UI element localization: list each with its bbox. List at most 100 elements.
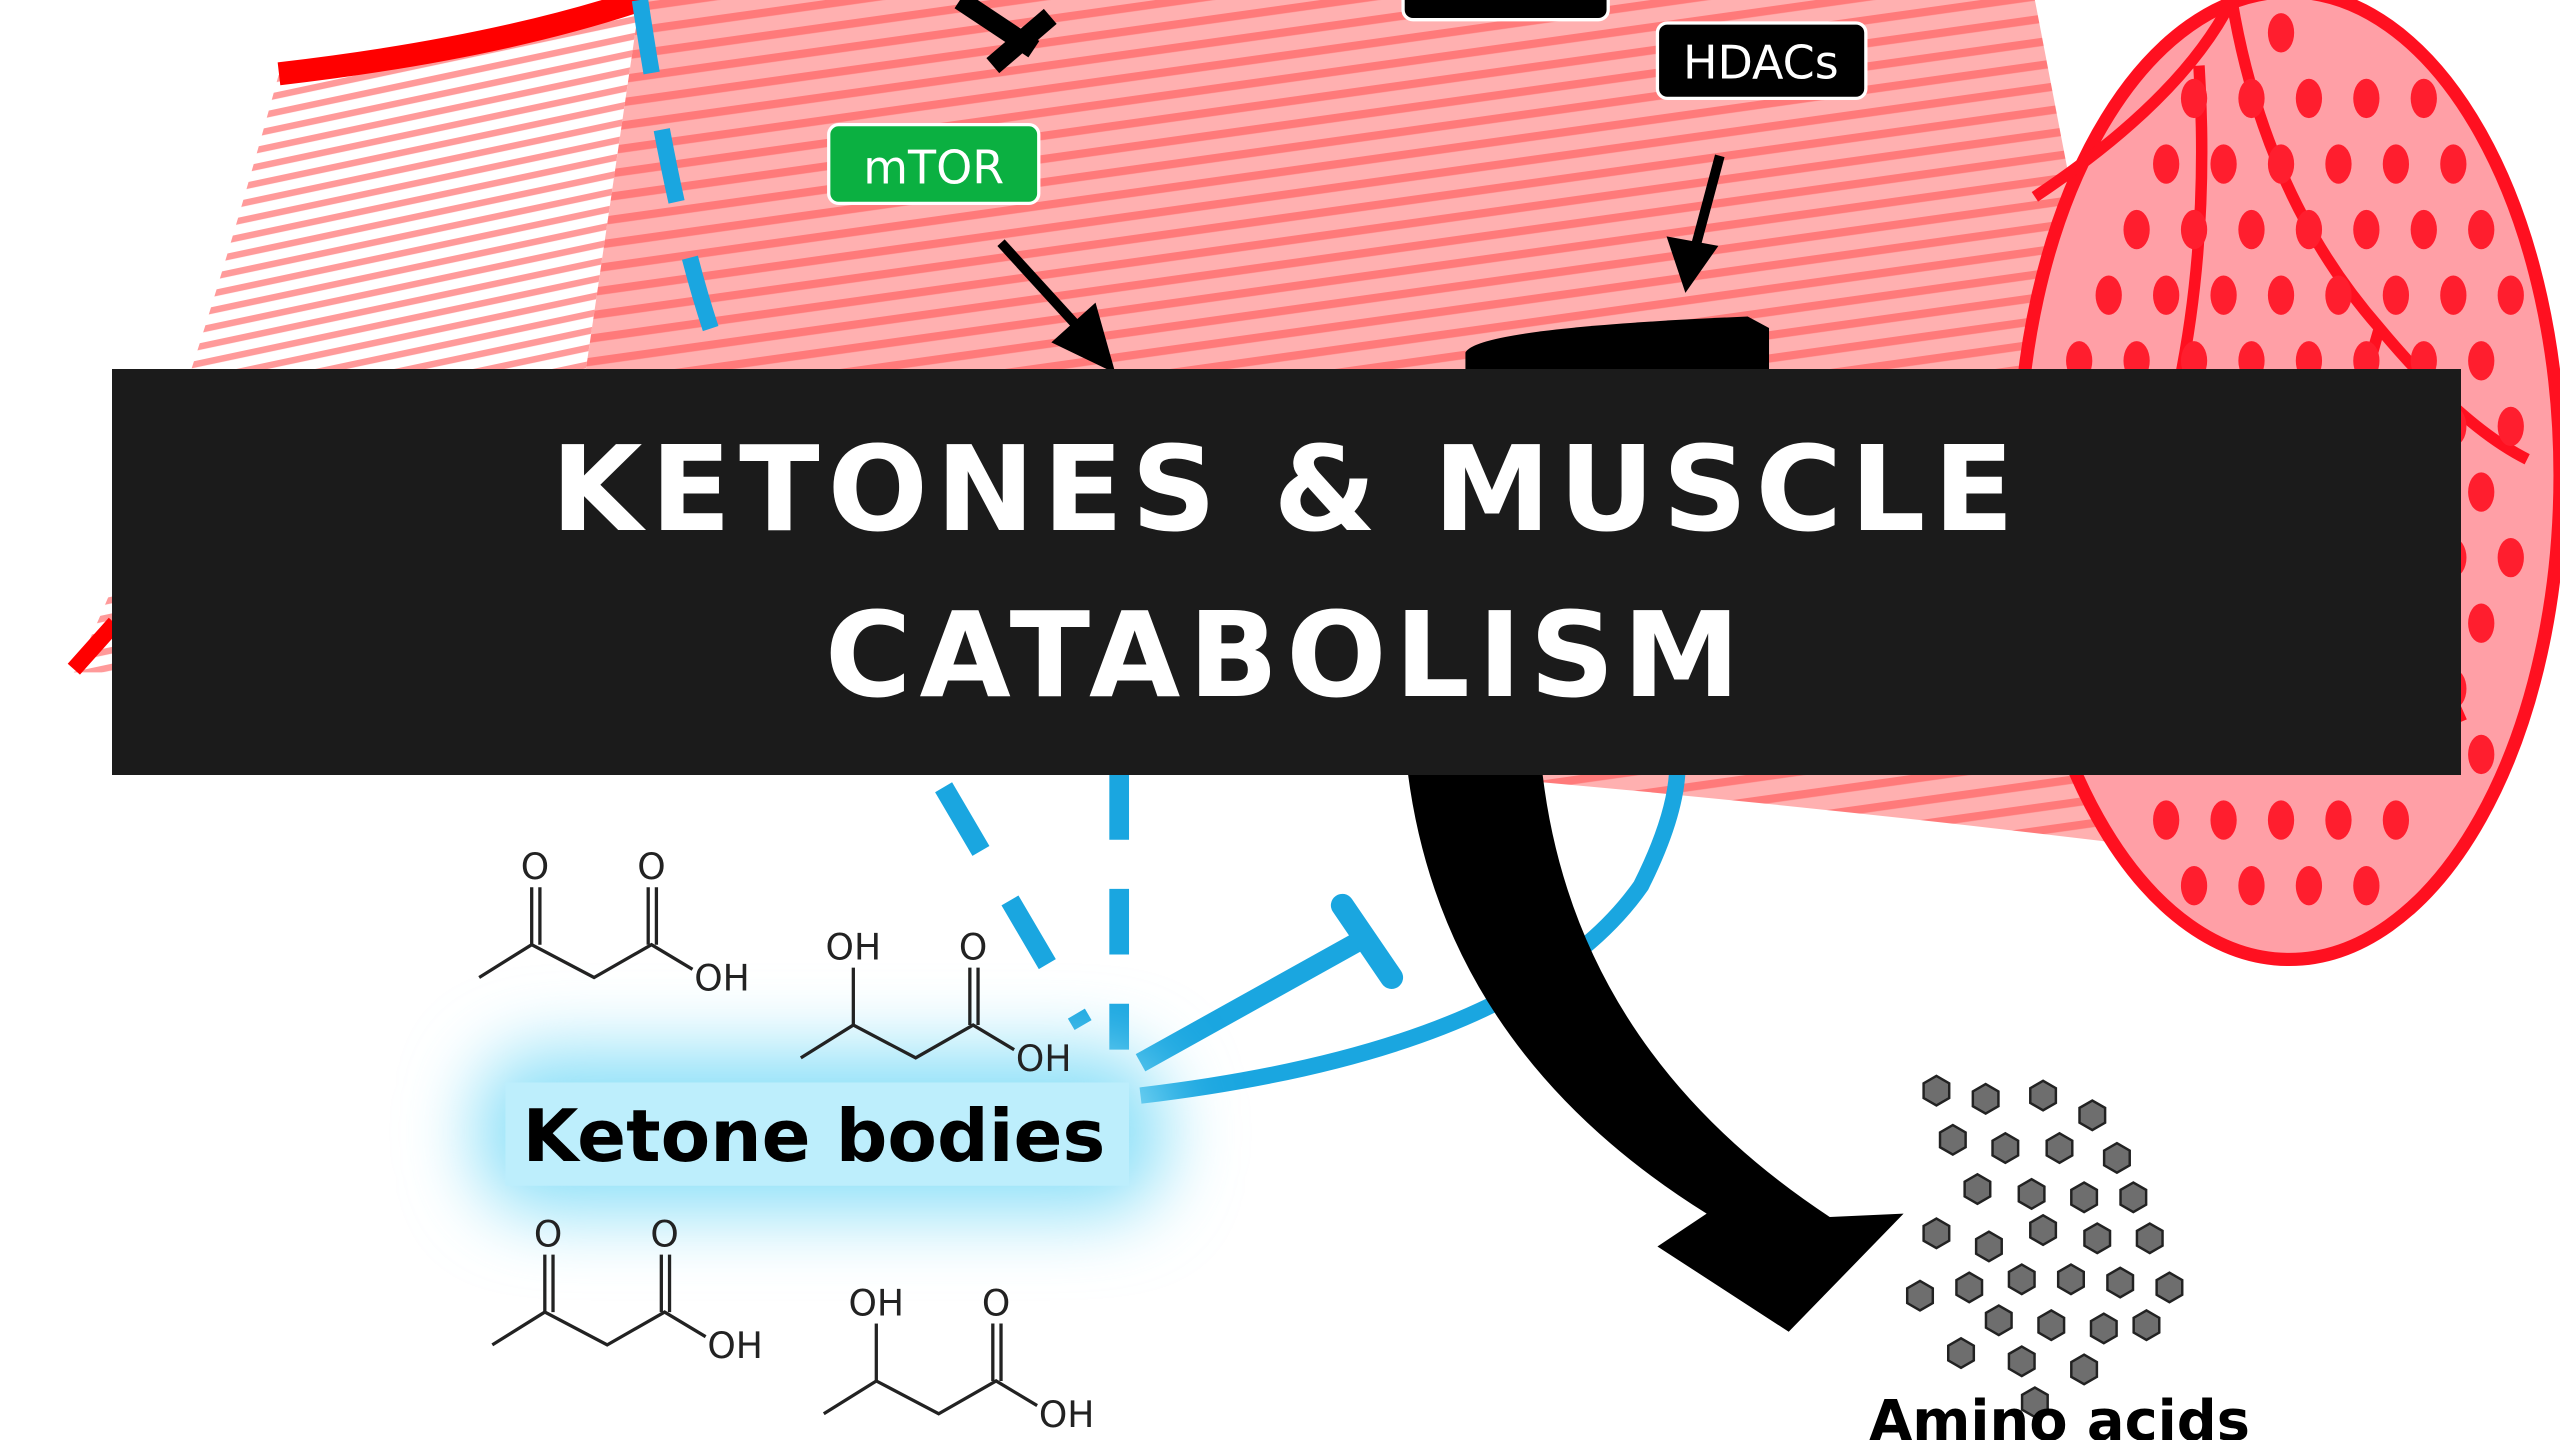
inhibitor-line: [1135, 926, 1376, 1072]
amino-acid: [2106, 1266, 2135, 1299]
fiber-dot: [2267, 144, 2295, 184]
fiber-dot: [2468, 734, 2495, 775]
atom-label: OH: [707, 1325, 763, 1367]
atom-label: O: [521, 846, 549, 888]
fiber-dot: [2410, 209, 2437, 250]
atom-label: OH: [1039, 1394, 1095, 1436]
fiber-dot: [2468, 472, 2495, 512]
amino-acid: [2119, 1181, 2148, 1214]
atom-label: O: [959, 926, 987, 968]
hdacs-label: HDACs: [1683, 36, 1839, 90]
amino-acid: [2132, 1309, 2161, 1342]
mtor-label: mTOR: [863, 141, 1004, 195]
fiber-dot: [2180, 209, 2208, 250]
amino-acid: [2155, 1271, 2184, 1304]
beta-hydroxybutyrate-molecule: OH O OH: [822, 1282, 1095, 1436]
title-line-1: KETONES & MUSCLE: [551, 420, 2022, 558]
atom-label: OH: [694, 958, 750, 1000]
fiber-dot: [2267, 13, 2295, 53]
fiber-dot: [2238, 209, 2265, 250]
hdacs-box: [1655, 21, 1868, 101]
fiber-dot: [2267, 800, 2295, 840]
fiber-dot: [2353, 78, 2380, 119]
ketone-bodies-box: [505, 1082, 1130, 1186]
amino-acid: [1971, 1082, 2000, 1116]
amino-acid: [1922, 1217, 1951, 1250]
amino-acid: [2102, 1141, 2131, 1175]
amino-acid: [1938, 1123, 1967, 1157]
muscle-edge: [277, 0, 644, 86]
amino-acid: [2017, 1177, 2046, 1211]
fiber-dot: [2497, 406, 2524, 447]
fiber-dot: [2325, 144, 2352, 184]
fiber-dot: [2353, 865, 2380, 906]
title-banner: KETONES & MUSCLE CATABOLISM: [112, 369, 2461, 775]
fiber-dot: [2468, 603, 2495, 643]
amino-acid: [2056, 1263, 2086, 1296]
amino-acid: [2083, 1222, 2112, 1255]
fiber-dot: [2180, 865, 2208, 906]
amino-acid: [2078, 1099, 2107, 1132]
fiber-dot: [2267, 275, 2295, 315]
amino-acid: [2070, 1181, 2099, 1214]
fiber-dot: [2382, 275, 2410, 315]
fiber-dot: [2295, 209, 2323, 250]
amino-acid: [1922, 1074, 1951, 1107]
beta-hydroxybutyrate-molecule: OH O OH: [799, 926, 1072, 1080]
amino-acid: [2037, 1309, 2066, 1342]
amino-acid: [1984, 1304, 2013, 1337]
fiber-dot: [2353, 209, 2380, 250]
atom-label: O: [650, 1213, 678, 1255]
fiber-dot: [2497, 537, 2524, 578]
fiber-dot: [2468, 341, 2495, 381]
fiber-dot: [2210, 144, 2237, 184]
atom-label: O: [637, 846, 665, 888]
atom-label: OH: [849, 1282, 905, 1324]
fiber-dot: [2210, 275, 2237, 315]
atom-label: OH: [826, 926, 882, 968]
amino-acid: [2070, 1353, 2099, 1386]
catabolism-arrow: [1408, 774, 1904, 1332]
fiber-dot: [2440, 275, 2467, 315]
amino-acid: [2029, 1079, 2058, 1112]
amino-acid: [1946, 1336, 1976, 1370]
fiber-dot: [2153, 275, 2180, 315]
top-protein-box: [1401, 0, 1610, 22]
amino-acid-cluster: [1905, 1074, 2184, 1419]
fiber-dot: [2410, 78, 2437, 119]
acetoacetate-molecule: O O OH: [491, 1213, 763, 1367]
fiber-dot: [2153, 800, 2180, 840]
acetoacetate-molecule: O O OH: [478, 846, 750, 1000]
amino-acid: [1955, 1271, 1984, 1304]
amino-acid: [1905, 1279, 1935, 1312]
mtor-box: [827, 123, 1041, 206]
amino-acids-label: Amino acids: [1869, 1389, 2250, 1440]
fiber-dot: [2095, 275, 2122, 315]
arrow: [997, 154, 1725, 374]
amino-acid: [2007, 1263, 2036, 1296]
amino-acid: [2029, 1213, 2058, 1247]
amino-acid: [1974, 1230, 2003, 1263]
fiber-dot: [2382, 800, 2410, 840]
atom-label: OH: [1016, 1038, 1072, 1080]
amino-acid: [2089, 1312, 2118, 1345]
title-line-2: CATABOLISM: [824, 586, 1749, 724]
fiber-dot: [2123, 209, 2150, 250]
fiber-dot: [2295, 78, 2323, 119]
amino-acid: [1991, 1131, 2020, 1165]
fiber-dot: [2238, 865, 2265, 906]
fiber-dot: [2325, 275, 2352, 315]
atom-label: O: [982, 1282, 1010, 1324]
atom-label: O: [534, 1213, 562, 1255]
fiber-dot: [2210, 800, 2237, 840]
fiber-dot: [2180, 78, 2208, 119]
amino-acid: [1963, 1172, 1992, 1206]
fiber-dot: [2238, 78, 2265, 119]
amino-acid: [2045, 1131, 2074, 1165]
ketone-bodies-label: Ketone bodies: [523, 1095, 1106, 1179]
fiber-dot: [2295, 865, 2323, 906]
amino-acid: [2135, 1222, 2164, 1255]
amino-acid: [2020, 1386, 2049, 1419]
amino-acid: [2007, 1345, 2036, 1378]
fiber-dot: [2468, 209, 2495, 250]
